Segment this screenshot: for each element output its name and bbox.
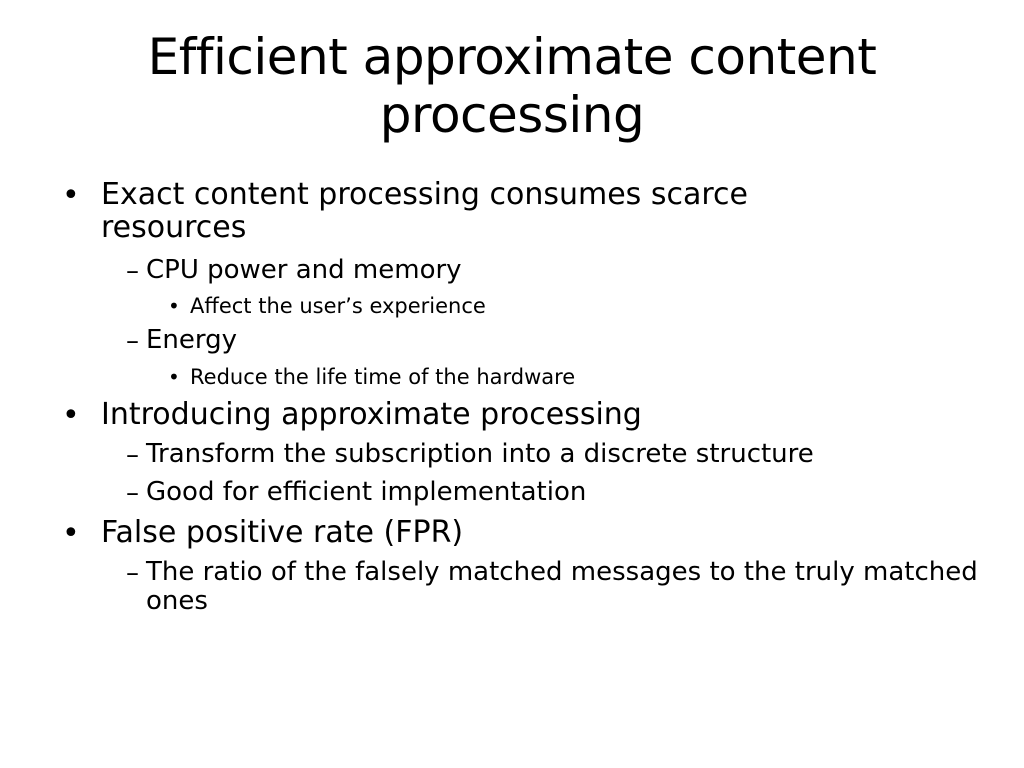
bullet-text: Transform the subscription into a discre…	[146, 439, 814, 469]
bullet-marker: •	[168, 365, 180, 389]
bullet-text: Good for efficient implementation	[146, 477, 587, 507]
dash-marker: –	[126, 440, 139, 470]
bullet-text: False positive rate (FPR)	[101, 515, 464, 550]
bullet-text: Exact content processing consumes scarce…	[101, 177, 748, 245]
slide-title: Efficient approximate content processing	[147, 28, 877, 144]
dash-marker: –	[126, 478, 139, 508]
bullet-marker: •	[62, 178, 80, 213]
bullet-text: CPU power and memory	[146, 255, 462, 285]
dash-marker: –	[126, 256, 139, 286]
dash-marker: –	[126, 558, 139, 588]
bullet-text: The ratio of the falsely matched message…	[146, 557, 978, 616]
bullet-text: Reduce the life time of the hardware	[190, 365, 576, 389]
bullet-marker: •	[62, 516, 80, 551]
bullet-text: Energy	[146, 325, 238, 355]
bullet-text: Introducing approximate processing	[101, 397, 642, 432]
bullet-text: Affect the user’s experience	[190, 294, 486, 318]
bullet-marker: •	[62, 398, 80, 433]
dash-marker: –	[126, 326, 139, 356]
bullet-marker: •	[168, 294, 180, 318]
